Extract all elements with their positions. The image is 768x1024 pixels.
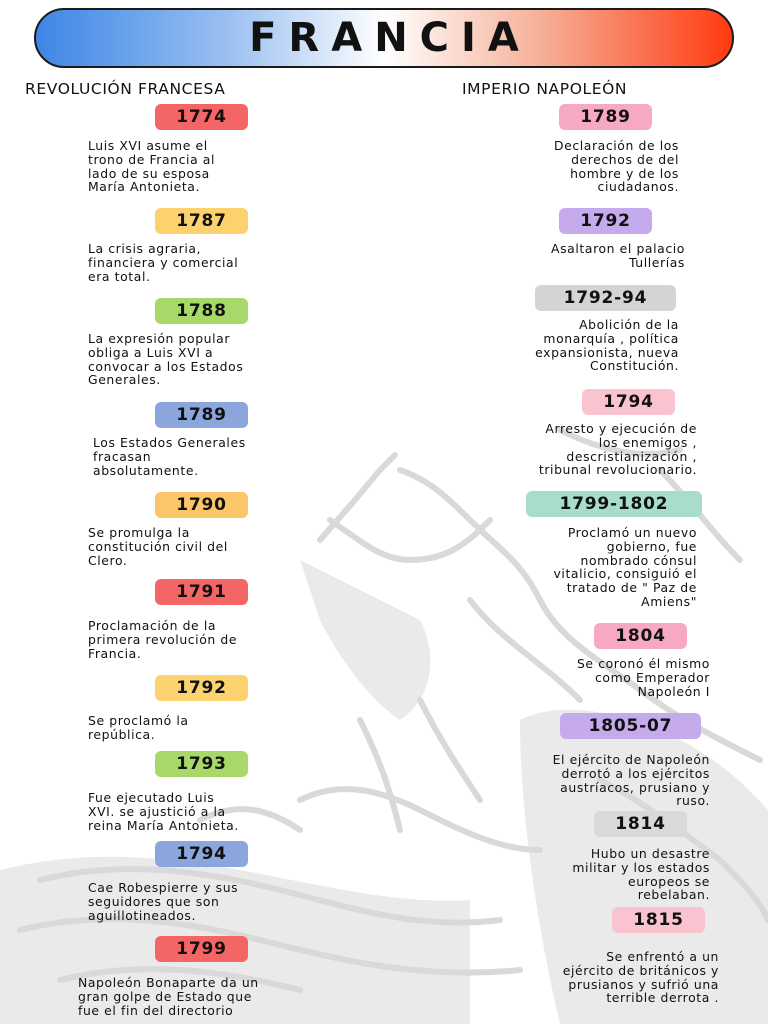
right-year-badge-1814: 1814 (594, 811, 687, 837)
left-year-badge-1799: 1799 (155, 936, 248, 962)
left-year-badge-1790: 1790 (155, 492, 248, 518)
left-year-badge-1791: 1791 (155, 579, 248, 605)
right-year-badge-1804: 1804 (594, 623, 687, 649)
left-event-text: Los Estados Generales fracasan absolutam… (93, 435, 246, 478)
right-column-heading: IMPERIO NAPOLEÓN (462, 80, 628, 98)
right-year-badge-1789: 1789 (559, 104, 652, 130)
left-event-text: Proclamación de la primera revolución de… (88, 618, 238, 661)
right-year-badge-1815: 1815 (612, 907, 705, 933)
left-event-text: Cae Robespierre y sus seguidores que son… (88, 880, 239, 923)
left-event-text: Se proclamó la república. (88, 713, 189, 742)
left-event-text: La crisis agraria, financiera y comercia… (88, 241, 239, 284)
title-banner: FRANCIA (34, 8, 734, 68)
left-column-heading: REVOLUCIÓN FRANCESA (25, 80, 226, 98)
left-event-text: Fue ejecutado Luis XVI. se ajustició a l… (88, 790, 239, 833)
right-event-text: Arresto y ejecución de los enemigos , de… (538, 421, 697, 478)
left-event-text: Se promulga la constitución civil del Cl… (88, 525, 228, 568)
left-year-badge-1792: 1792 (155, 675, 248, 701)
right-event-text: Se coronó él mismo como Emperador Napole… (576, 656, 710, 699)
left-event-text: Napoleón Bonaparte da un gran golpe de E… (78, 975, 259, 1018)
left-event-text: La expresión popular obliga a Luis XVI a… (88, 331, 244, 388)
right-event-text: Hubo un desastre militar y los estados e… (572, 846, 710, 903)
left-year-badge-1787: 1787 (155, 208, 248, 234)
right-year-badge-1805-07: 1805-07 (560, 713, 701, 739)
left-year-badge-1789: 1789 (155, 402, 248, 428)
left-year-badge-1788: 1788 (155, 298, 248, 324)
left-year-badge-1774: 1774 (155, 104, 248, 130)
left-year-badge-1794: 1794 (155, 841, 248, 867)
right-year-badge-1792: 1792 (559, 208, 652, 234)
right-event-text: Asaltaron el palacio Tullerías (551, 241, 685, 270)
left-year-badge-1793: 1793 (155, 751, 248, 777)
page-title: FRANCIA (249, 15, 531, 61)
left-event-text: Luis XVI asume el trono de Francia al la… (88, 138, 216, 195)
right-event-text: El ejército de Napoleón derrotó a los ej… (552, 752, 710, 809)
right-event-text: Declaración de los derechos de del hombr… (553, 138, 679, 195)
right-year-badge-1792-94: 1792-94 (535, 285, 676, 311)
right-event-text: Proclamó un nuevo gobierno, fue nombrado… (553, 525, 697, 609)
right-event-text: Abolición de la monarquía , política exp… (535, 317, 679, 374)
right-year-badge-1799-1802: 1799-1802 (526, 491, 702, 517)
right-year-badge-1794: 1794 (582, 389, 675, 415)
right-event-text: Se enfrentó a un ejército de británicos … (562, 949, 719, 1006)
